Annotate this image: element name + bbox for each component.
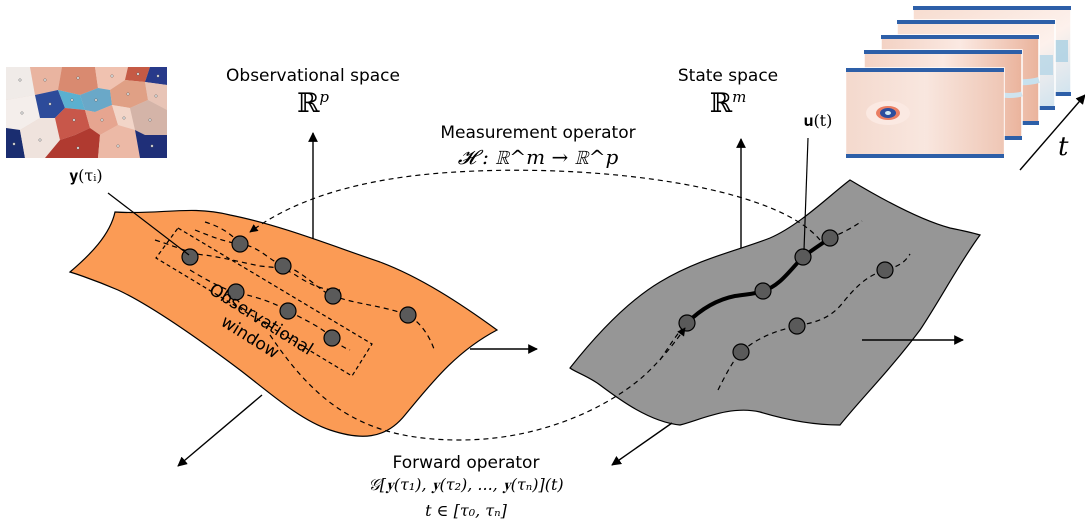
observation-node [279, 302, 297, 320]
state-node [732, 343, 750, 361]
observation-node [227, 283, 245, 301]
state-node [754, 282, 772, 300]
state-node [788, 317, 806, 335]
forward-operator-formula: 𝒢[𝐲(τ₁), 𝐲(τ₂), ..., 𝐲(τₙ)](t) [368, 475, 564, 494]
observation-node [274, 257, 292, 275]
observation-node [323, 329, 341, 347]
measurement-operator-formula: 𝓗 : ℝ^m → ℝ^p [457, 145, 619, 169]
state-node [876, 261, 894, 279]
observation-heatmap-image [6, 67, 167, 158]
state-space-exponent: m [732, 88, 747, 106]
observation-node [231, 235, 249, 253]
state-node [794, 248, 812, 266]
state-node [821, 229, 839, 247]
measurement-operator-title: Measurement operator [440, 123, 636, 143]
observation-node [399, 306, 417, 324]
observation-node [324, 287, 342, 305]
forward-operator-arrow [269, 327, 686, 441]
measurement-operator-arrow [249, 169, 821, 241]
state-space-field: ℝ [709, 88, 733, 119]
time-axis-label: t [1058, 132, 1069, 162]
observation-nodes [181, 235, 417, 347]
obs-axis-diagonal [177, 394, 263, 467]
forward-operator-domain: t ∈ [τ₀, τₙ] [425, 501, 507, 520]
observational-space-exponent: p [319, 88, 330, 106]
observational-space-field: ℝ [296, 88, 320, 119]
state-axis-diagonal [611, 422, 673, 466]
state-surface [569, 179, 981, 426]
state-nodes [678, 229, 894, 361]
state-space-symbol: ℝm [710, 88, 747, 119]
forward-operator-title: Forward operator [392, 453, 540, 473]
u-t-pointer [803, 137, 809, 251]
observational-space-title: Observational space [226, 66, 400, 86]
observational-space-symbol: ℝp [297, 88, 329, 119]
observational-window-box [155, 227, 373, 377]
obs-trajectory-1 [154, 239, 341, 291]
observational-surface [68, 209, 499, 437]
state-snapshot-stack [845, 5, 1072, 159]
y-tau-label: 𝐲(τᵢ) [69, 166, 103, 185]
state-node [678, 314, 696, 332]
state-space-title: State space [677, 66, 779, 86]
u-t-label: 𝐮(t) [803, 111, 833, 130]
time-axis-arrow [1019, 94, 1085, 171]
y-tau-pointer [107, 192, 190, 256]
